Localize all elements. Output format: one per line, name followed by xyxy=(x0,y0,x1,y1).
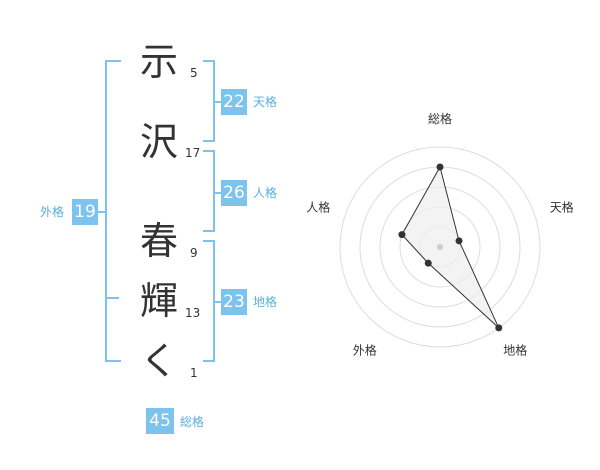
soukaku-label: 総格 xyxy=(180,415,205,429)
outer-bracket-tick xyxy=(96,211,106,213)
stroke-count-5: 1 xyxy=(190,366,198,380)
stroke-count-1: 5 xyxy=(190,66,198,80)
radar-point-2 xyxy=(455,237,463,245)
gaikaku-badge: 19 xyxy=(72,199,98,225)
gaikaku-label: 外格 xyxy=(40,205,65,219)
tenkaku-bracket-tick xyxy=(213,101,221,103)
name-char-2: 沢 xyxy=(140,120,179,164)
radar-polygon xyxy=(401,165,500,329)
jinkaku-bracket-tick xyxy=(213,192,221,194)
radar-axis-label-5: 人格 xyxy=(306,199,330,214)
soukaku-badge: 45 xyxy=(146,408,174,434)
name-char-3: 春 xyxy=(140,219,179,263)
name-char-1: 示 xyxy=(140,40,179,84)
outer-bracket xyxy=(105,60,121,362)
chikaku-label: 地格 xyxy=(253,295,278,309)
tenkaku-badge: 22 xyxy=(221,89,247,115)
radar-point-5 xyxy=(398,231,406,239)
radar-axis-label-3: 地格 xyxy=(503,343,527,358)
radar-axis-label-4: 外格 xyxy=(353,343,377,358)
jinkaku-label: 人格 xyxy=(253,186,278,200)
name-char-5: く xyxy=(140,339,179,383)
tenkaku-label: 天格 xyxy=(253,95,278,109)
radar-center-dot xyxy=(437,244,443,250)
stroke-count-2: 17 xyxy=(185,146,201,160)
radar-point-4 xyxy=(424,259,432,267)
stroke-count-3: 9 xyxy=(190,246,198,260)
jinkaku-bracket xyxy=(203,150,215,232)
radar-axis-label-2: 天格 xyxy=(550,199,574,214)
stroke-count-4: 13 xyxy=(185,306,201,320)
chikaku-badge: 23 xyxy=(221,289,247,315)
chikaku-bracket-tick xyxy=(213,301,221,303)
radar-ring-5 xyxy=(339,146,541,348)
outer-bracket-split xyxy=(105,297,119,299)
radar-point-1 xyxy=(436,163,444,171)
radar-axis-label-1: 総格 xyxy=(428,111,452,126)
jinkaku-badge: 26 xyxy=(221,180,247,206)
name-char-4: 輝 xyxy=(140,279,179,323)
radar-point-3 xyxy=(495,324,503,332)
